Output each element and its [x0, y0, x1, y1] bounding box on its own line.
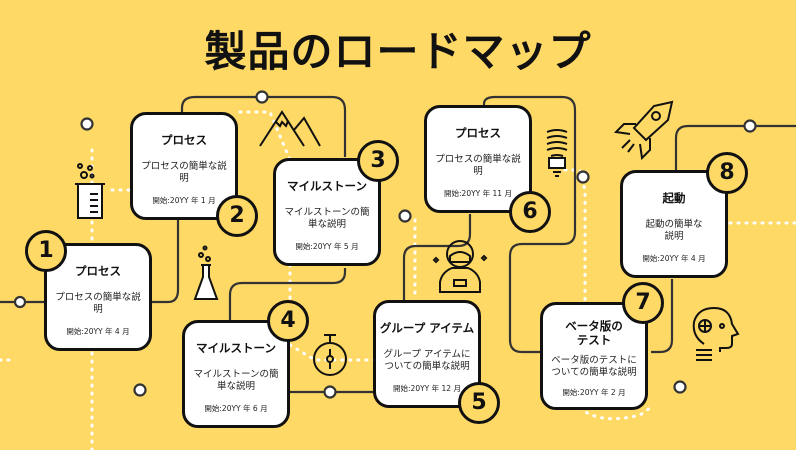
milestone-description: プロセスの簡単な説明: [55, 292, 141, 315]
milestone-description: マイルストーンの簡単な説明: [193, 369, 279, 392]
lightbulb-icon: [546, 129, 568, 177]
milestone-start: 開始:20YY 年 4 月: [66, 327, 130, 336]
milestone-start: 開始:20YY 年 5 月: [295, 242, 359, 251]
milestone-card-8[interactable]: 起動 起動の簡単な説明 開始:20YY 年 4 月: [620, 170, 728, 278]
milestone-card-6[interactable]: プロセス プロセスの簡単な説明 開始:20YY 年 11 月: [424, 105, 532, 213]
milestone-title: 起動: [662, 191, 686, 205]
milestone-start: 開始:20YY 年 1 月: [152, 196, 216, 205]
step-badge-3: 3: [357, 140, 399, 182]
astronaut-icon: [432, 240, 488, 293]
step-badge-5: 5: [458, 382, 500, 424]
milestone-start: 開始:20YY 年 11 月: [444, 189, 512, 198]
milestone-title: マイルストーン: [196, 341, 276, 355]
milestone-start: 開始:20YY 年 12 月: [393, 384, 461, 393]
head-icon: [692, 306, 740, 361]
stopwatch-icon: [313, 334, 347, 376]
milestone-description: プロセスの簡単な説明: [141, 161, 227, 184]
milestone-description: マイルストーンの簡単な説明: [284, 207, 370, 230]
step-badge-6: 6: [509, 191, 551, 233]
milestone-title: プロセス: [455, 126, 501, 140]
milestone-description: ベータ版のテストについての簡単な説明: [551, 355, 637, 378]
step-badge-1: 1: [25, 230, 67, 272]
milestone-card-4[interactable]: マイルストーン マイルストーンの簡単な説明 開始:20YY 年 6 月: [182, 320, 290, 428]
rocket-icon: [614, 100, 674, 160]
milestone-description: グループ アイテムについての簡単な説明: [383, 349, 471, 372]
milestone-description: 起動の簡単な説明: [645, 219, 703, 242]
step-badge-8: 8: [706, 152, 748, 194]
milestone-start: 開始:20YY 年 4 月: [642, 254, 706, 263]
milestone-title: プロセス: [75, 264, 121, 278]
milestone-start: 開始:20YY 年 6 月: [204, 404, 268, 413]
milestone-title: グループ アイテム: [379, 321, 475, 335]
mountain-icon: [259, 110, 321, 147]
milestone-card-2[interactable]: プロセス プロセスの簡単な説明 開始:20YY 年 1 月: [130, 112, 238, 220]
page-title: 製品のロードマップ: [204, 27, 592, 76]
milestone-title: マイルストーン: [287, 179, 367, 193]
milestone-title: ベータ版のテスト: [565, 319, 623, 347]
milestone-card-5[interactable]: グループ アイテム グループ アイテムについての簡単な説明 開始:20YY 年 …: [373, 300, 481, 408]
decorative-dots: [13, 90, 757, 399]
milestone-start: 開始:20YY 年 2 月: [562, 388, 626, 397]
flask-icon: [193, 245, 219, 300]
milestone-title: プロセス: [161, 133, 207, 147]
beaker-icon: [75, 163, 105, 219]
step-badge-2: 2: [216, 195, 258, 237]
milestone-description: プロセスの簡単な説明: [435, 154, 521, 177]
step-badge-4: 4: [267, 300, 309, 342]
step-badge-7: 7: [622, 282, 664, 324]
